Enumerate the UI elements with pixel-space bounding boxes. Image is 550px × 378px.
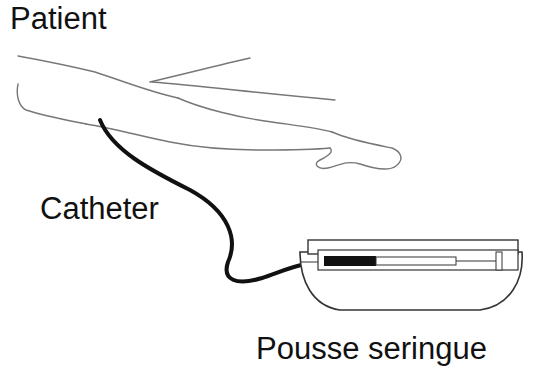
catheter-label: Catheter [40,192,159,226]
arm-sketch [17,56,401,169]
syringe-pump [300,240,522,310]
patient-label: Patient [10,2,107,36]
device-label: Pousse seringue [256,332,487,366]
